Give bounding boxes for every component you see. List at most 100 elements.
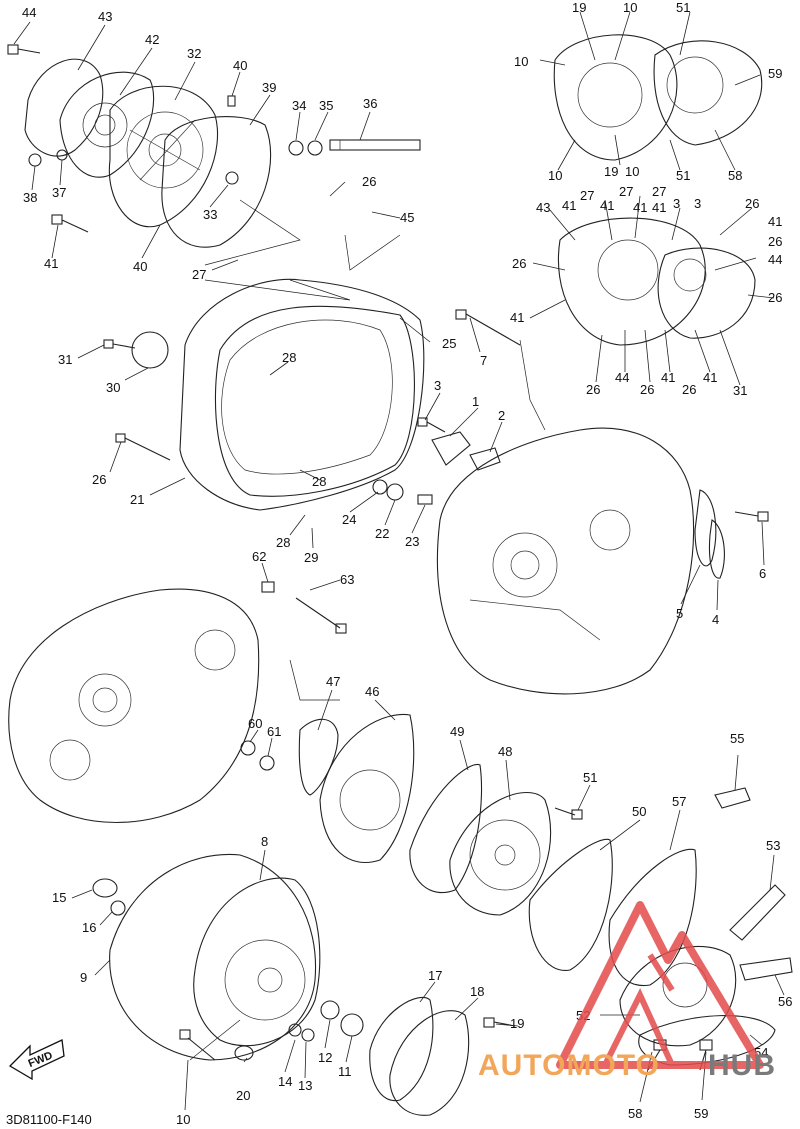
callout-37: 37 [52,185,66,200]
plug-20 [234,1045,254,1061]
callout-28-bottom: 28 [276,535,290,550]
callout-10-bottom: 10 [176,1112,190,1127]
callout-19-detail-a: 19 [572,0,586,15]
plate-42 [59,71,155,178]
callout-41-left: 41 [44,256,58,271]
bolt-6 [734,511,769,522]
callout-29: 29 [304,550,318,565]
callout-17: 17 [428,968,442,983]
watermark-text-primary: AUTOMOTO [478,1049,660,1082]
bracket-1 [431,431,471,466]
callout-28-top: 28 [282,350,296,365]
callout-44-top: 44 [22,5,36,20]
callout-62: 62 [252,549,266,564]
callout-61: 61 [267,724,281,739]
detail-view-lower [557,217,756,346]
callout-48: 48 [498,744,512,759]
callout-49: 49 [450,724,464,739]
callout-labels: 44 43 42 32 40 39 34 35 36 38 37 33 40 4… [22,0,792,1127]
callout-13: 13 [298,1078,312,1093]
callout-26-detail-g: 26 [682,382,696,397]
callout-1: 1 [472,394,479,409]
callout-19-detail-b: 19 [604,164,618,179]
callout-59-bottom: 59 [694,1106,708,1121]
callout-43-detail: 43 [536,200,550,215]
seal-60 [240,740,256,756]
cover-54 [638,1015,776,1066]
callout-50: 50 [632,804,646,819]
part-code-caption: 3D81100-F140 [6,1112,92,1127]
watermark-text-secondary: HUB [708,1049,776,1082]
crankcase-cover-21 [103,278,425,511]
callout-20: 20 [236,1088,250,1103]
callout-24: 24 [342,512,356,527]
oring-16 [110,900,126,916]
callout-28-mid: 28 [312,474,326,489]
seal-35 [307,140,323,156]
callout-10-detail-c: 10 [548,168,562,183]
plate-4 [708,519,725,579]
callout-26-detail-b: 26 [768,234,782,249]
callout-39: 39 [262,80,276,95]
seal-61 [259,755,275,771]
callout-63: 63 [340,572,354,587]
callout-27-detail-b: 27 [619,184,633,199]
bolt-10-bottom [179,1029,216,1061]
callout-41-detail-d: 41 [652,200,666,215]
dowel-40 [227,95,236,107]
callout-58-detail: 58 [728,168,742,183]
callout-10-detail-b: 10 [514,54,528,69]
callout-16: 16 [82,920,96,935]
callout-10-detail-a: 10 [623,0,637,15]
callout-2: 2 [498,408,505,423]
bolt-26-left [115,433,171,461]
callout-9: 9 [80,970,87,985]
plug-33 [225,171,239,185]
gasket-9 [109,853,317,1061]
callout-22: 22 [375,526,389,541]
callout-41-detail-e: 41 [768,214,782,229]
callout-47: 47 [326,674,340,689]
callout-26-mid: 26 [92,472,106,487]
cover-32 [108,85,219,228]
leader-lines [13,11,785,1111]
guide-lines [189,199,546,1061]
bolt-7 [455,309,521,346]
callout-53: 53 [766,838,780,853]
callout-40-top: 40 [233,58,247,73]
seal-12-11-14-13 [288,1000,364,1042]
callout-10-detail-d: 10 [625,164,639,179]
callout-3: 3 [434,378,441,393]
callout-51-bottom: 51 [583,770,597,785]
shaft-36 [329,139,421,151]
callout-7: 7 [480,353,487,368]
callout-5: 5 [676,606,683,621]
callout-27-detail-c: 27 [652,184,666,199]
bolt-51 [554,807,583,820]
callout-15: 15 [52,890,66,905]
callout-21: 21 [130,492,144,507]
callout-35: 35 [319,98,333,113]
washer-38 [28,153,42,167]
callout-30: 30 [106,380,120,395]
cover-48 [449,791,552,916]
clip-62 [261,581,275,593]
callout-44-detail-a: 44 [768,252,782,267]
callout-34: 34 [292,98,306,113]
detail-view-upper [553,34,763,161]
callout-40-bottom: 40 [133,259,147,274]
callout-45: 45 [400,210,414,225]
callout-4: 4 [712,612,719,627]
callout-26-detail-c: 26 [512,256,526,271]
callout-33: 33 [203,207,217,222]
callout-26-detail-f: 26 [640,382,654,397]
gasket-49 [409,763,483,894]
callout-14: 14 [278,1074,292,1089]
gasket-17 [369,996,434,1102]
gasket-25 [214,305,415,497]
callout-31-detail: 31 [733,383,747,398]
callout-3-detail-a: 3 [673,196,680,211]
callout-26-detail-a: 26 [745,196,759,211]
watermark-triangle-icon [556,901,764,1069]
